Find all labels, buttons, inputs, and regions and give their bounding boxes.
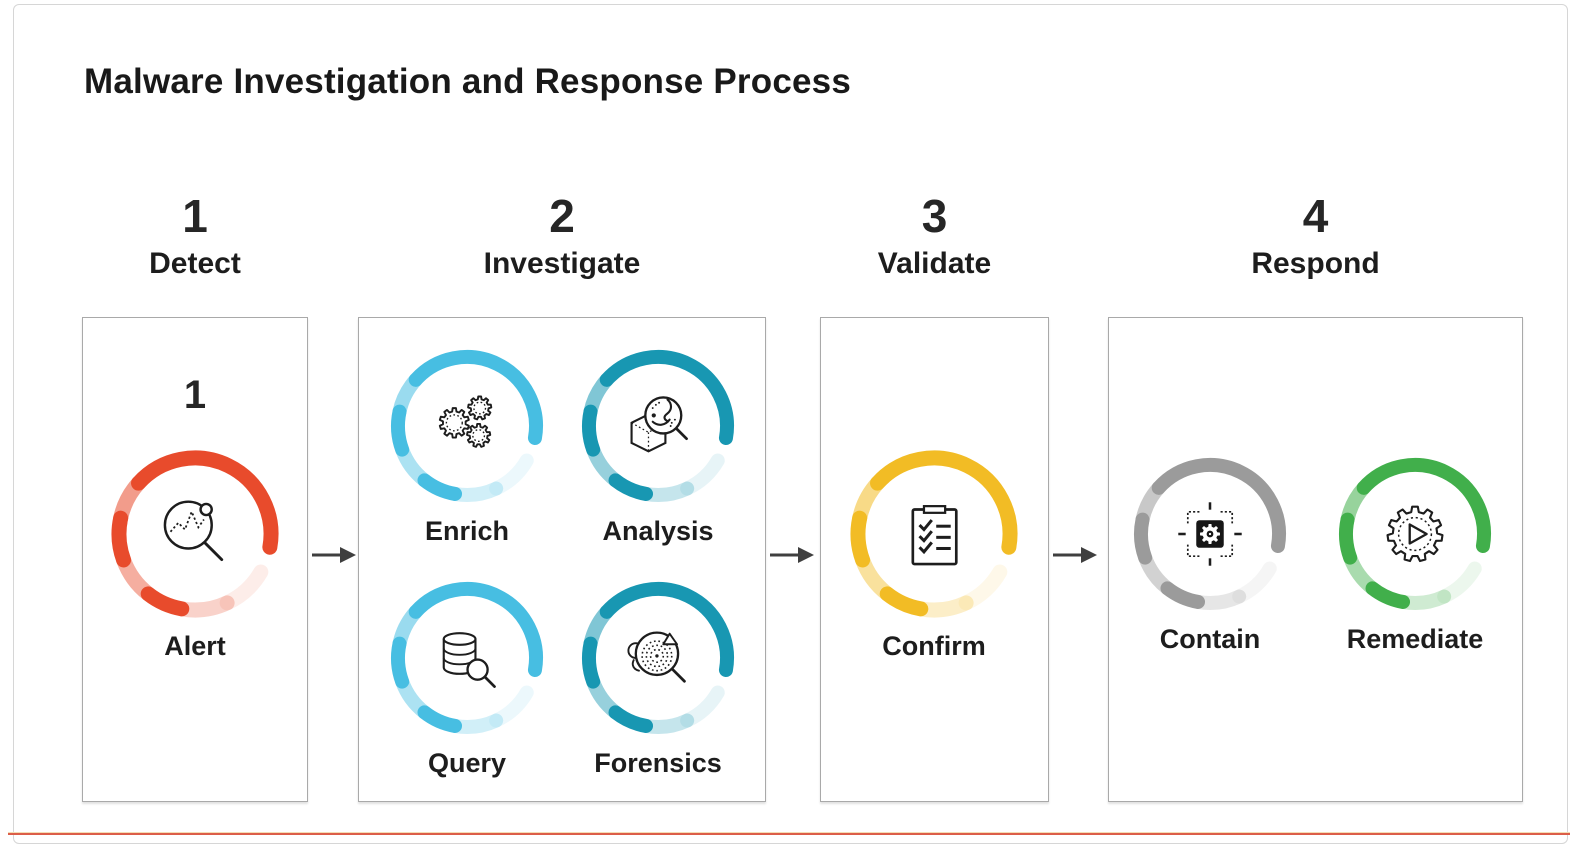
process-step-query: Query — [386, 577, 548, 779]
step-label: Confirm — [882, 631, 986, 661]
step-label: Contain — [1159, 624, 1261, 654]
flow-arrow-right-icon — [1053, 547, 1097, 563]
step-label: Analysis — [602, 516, 714, 546]
process-step-forensics: Forensics — [577, 577, 739, 779]
stage-number: 2 — [549, 190, 575, 242]
stage-number: 3 — [921, 190, 948, 242]
process-step-confirm: Confirm — [846, 446, 1022, 662]
remediate-ring — [1334, 453, 1496, 615]
process-step-contain: Contain — [1129, 453, 1291, 655]
alert-ring — [107, 446, 283, 622]
stage-header-investigate: 2 Investigate — [358, 192, 766, 281]
stage-header-validate: 3 Validate — [820, 192, 1049, 281]
step-label: Enrich — [424, 516, 510, 546]
analysis-ring — [577, 345, 739, 507]
gears-icon — [438, 395, 493, 448]
stage-header-respond: 4 Respond — [1108, 192, 1523, 281]
page-title: Malware Investigation and Response Proce… — [84, 62, 851, 101]
contain-ring — [1129, 453, 1291, 615]
stage-number: 1 — [182, 190, 208, 242]
checklist-icon — [911, 505, 958, 566]
malware-analysis-icon — [630, 396, 688, 453]
step-label: Alert — [164, 631, 226, 661]
step-label: Query — [427, 748, 507, 778]
process-step-analysis: Analysis — [577, 345, 739, 547]
flow-arrow-right-icon — [312, 547, 356, 563]
forensics-ring — [577, 577, 739, 739]
process-step-enrich: Enrich — [386, 345, 548, 547]
stage-name: Investigate — [483, 247, 641, 281]
bottom-accent-line — [8, 833, 1570, 835]
step-label: Remediate — [1346, 624, 1484, 654]
stage-header-detect: 1 Detect — [82, 192, 308, 281]
process-step-remediate: Remediate — [1334, 453, 1496, 655]
bottom-accent-soft-line — [8, 832, 1570, 833]
frame-border — [13, 4, 1568, 844]
process-step-alert: Alert — [107, 446, 283, 662]
stage-number: 4 — [1302, 190, 1329, 242]
gear-play-icon — [1386, 505, 1444, 563]
query-ring — [386, 577, 548, 739]
alert-magnifier-icon — [163, 500, 224, 562]
stage-name: Detect — [149, 247, 241, 281]
fingerprint-forensics-icon — [627, 631, 686, 683]
stage-name: Respond — [1251, 247, 1380, 281]
box-inner-number: 1 — [183, 373, 207, 417]
stage-box-respond — [1108, 317, 1523, 802]
stage-name: Validate — [877, 247, 992, 281]
step-label: Forensics — [594, 748, 722, 778]
flow-arrow-right-icon — [770, 547, 814, 563]
confirm-ring — [846, 446, 1022, 622]
quarantine-target-icon — [1178, 502, 1242, 566]
database-query-icon — [442, 632, 496, 688]
enrich-ring — [386, 345, 548, 507]
